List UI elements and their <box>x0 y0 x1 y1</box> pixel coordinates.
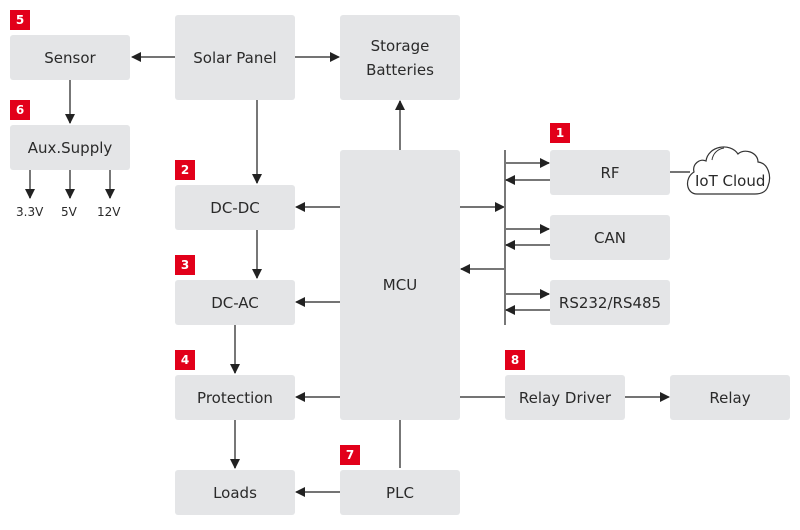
storage-label-line1: Storage <box>370 36 430 55</box>
block-plc[interactable]: PLC <box>340 470 460 515</box>
voltage-5v: 5V <box>61 205 77 219</box>
voltage-12v: 12V <box>97 205 121 219</box>
block-loads[interactable]: Loads <box>175 470 295 515</box>
block-can[interactable]: CAN <box>550 215 670 260</box>
storage-label-line2: Batteries <box>366 60 434 79</box>
block-solar-panel[interactable]: Solar Panel <box>175 15 295 100</box>
block-rs232-rs485[interactable]: RS232/RS485 <box>550 280 670 325</box>
block-dc-ac[interactable]: DC-AC <box>175 280 295 325</box>
badge-8: 8 <box>505 350 525 370</box>
cloud-icon <box>687 146 771 195</box>
voltage-3v3: 3.3V <box>16 205 44 219</box>
block-aux-supply[interactable]: Aux.Supply <box>10 125 130 170</box>
badge-3: 3 <box>175 255 195 275</box>
iot-cloud-label: IoT Cloud <box>695 172 766 190</box>
block-protection[interactable]: Protection <box>175 375 295 420</box>
badge-4: 4 <box>175 350 195 370</box>
block-relay[interactable]: Relay <box>670 375 790 420</box>
block-storage-batteries[interactable]: Storage Batteries <box>340 15 460 100</box>
block-mcu[interactable]: MCU <box>340 150 460 420</box>
badge-1: 1 <box>550 123 570 143</box>
badge-6: 6 <box>10 100 30 120</box>
block-sensor[interactable]: Sensor <box>10 35 130 80</box>
badge-5: 5 <box>10 10 30 30</box>
badge-2: 2 <box>175 160 195 180</box>
block-relay-driver[interactable]: Relay Driver <box>505 375 625 420</box>
block-dc-dc[interactable]: DC-DC <box>175 185 295 230</box>
block-rf[interactable]: RF <box>550 150 670 195</box>
badge-7: 7 <box>340 445 360 465</box>
